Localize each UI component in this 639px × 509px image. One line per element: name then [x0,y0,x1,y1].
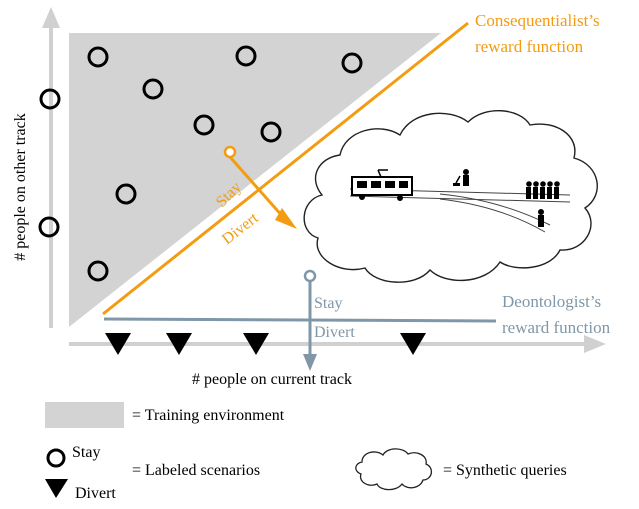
triangle-divert-icon [105,333,131,355]
triangle-divert-icon [45,479,68,498]
deontologist-label-line2: reward function [502,318,611,337]
circle-stay-icon [87,260,109,282]
circle-stay-icon [260,121,282,143]
circle-stay-icon [87,46,109,68]
query-origin-icon [223,145,237,159]
tram-icon [351,169,413,201]
consequentialist-reward-line [102,21,469,316]
legend-training-swatch [45,402,124,428]
x-axis [69,335,606,353]
cloud-icon [355,448,433,491]
triangle-divert-icon [400,333,426,355]
circle-stay-icon [39,88,61,110]
person-group-icon [526,181,560,199]
legend-synthetic-text: = Synthetic queries [443,462,567,479]
circle-stay-icon [46,448,66,468]
consequentialist-label-line1: Consequentialist’s [475,11,600,30]
circle-stay-icon [235,45,257,67]
legend-divert-text: Divert [75,485,116,502]
person-icon [463,169,469,186]
gray-divert-label: Divert [314,324,355,341]
y-axis-label: # people on other track [12,113,29,261]
gray-query: Stay Divert [303,269,355,371]
y-axis [42,7,60,328]
circle-stay-icon [38,216,60,238]
arrow-head-icon [303,354,317,371]
gray-stay-label: Stay [314,295,342,312]
circle-stay-icon [115,183,137,205]
deontologist-label-line1: Deontologist’s [502,292,601,311]
triangle-divert-icon [243,333,269,355]
legend-labeled-text: = Labeled scenarios [132,462,260,479]
consequentialist-label-line2: reward function [475,37,584,56]
synthetic-query-cloud [303,109,598,283]
circle-stay-icon [142,78,164,100]
arrow-head-icon [275,208,297,229]
circle-stay-icon [193,114,215,136]
legend-training-text: = Training environment [132,407,285,424]
legend-stay-text: Stay [72,444,100,461]
person-icon [538,209,544,227]
training-environment-region [69,33,441,327]
query-origin-icon [303,269,317,283]
divert-markers [105,333,426,355]
triangle-divert-icon [166,333,192,355]
deontologist-reward-line [103,317,497,323]
stay-markers [38,45,363,282]
legend: = Training environment Stay Divert = Lab… [45,402,567,502]
x-axis-label: # people on current track [192,371,352,388]
lever-icon [453,175,461,186]
cloud-icon [303,109,598,283]
circle-stay-icon [341,52,363,74]
